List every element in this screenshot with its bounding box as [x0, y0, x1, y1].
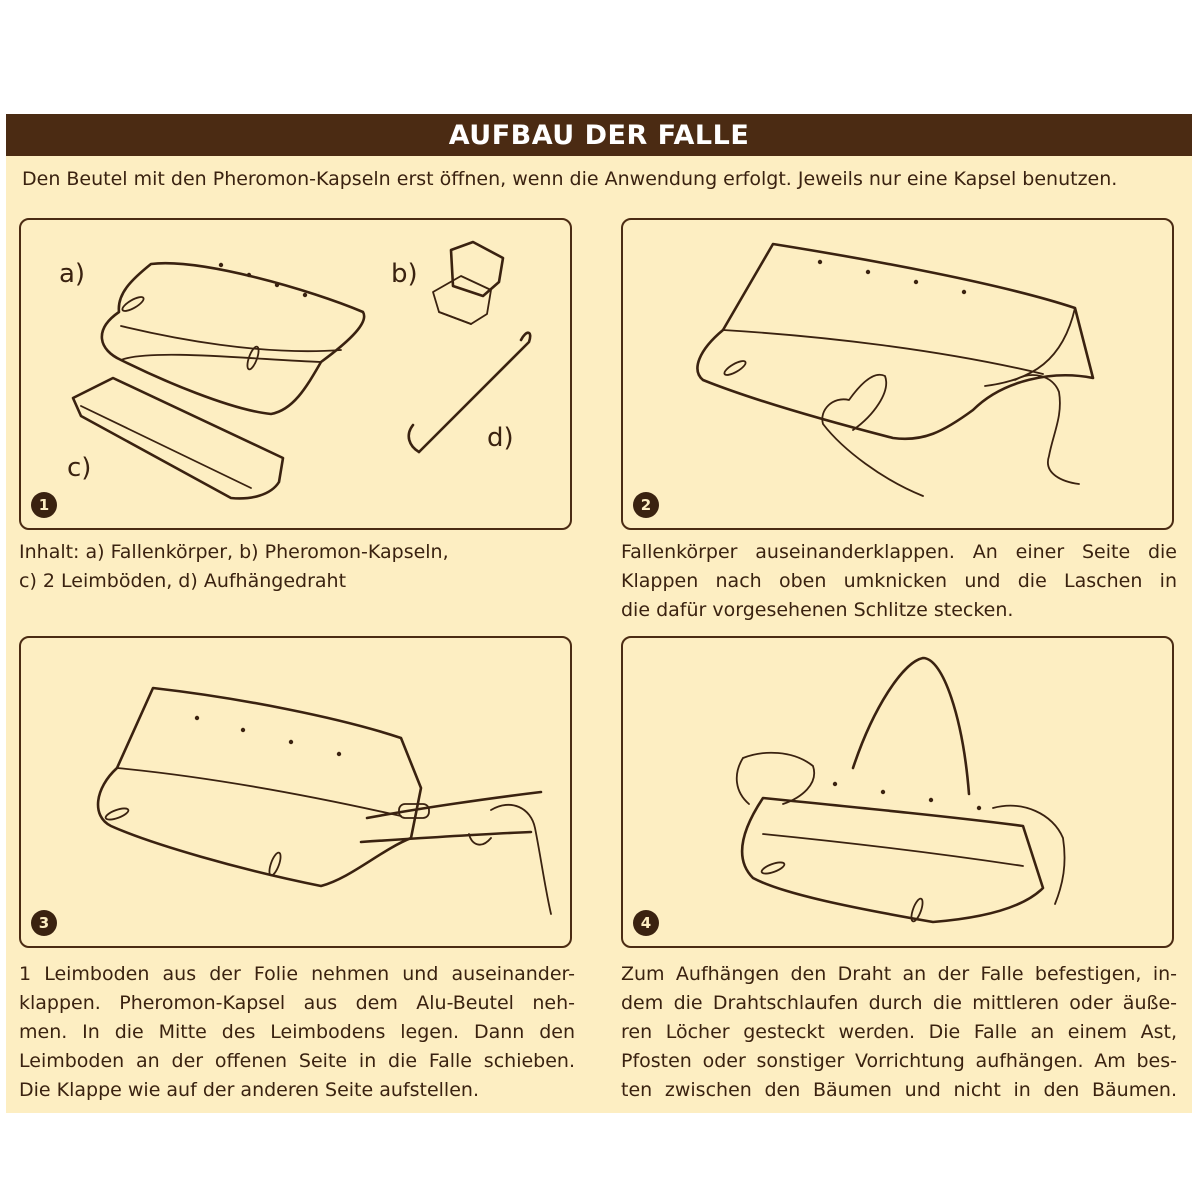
unfold-trap-drawing [696, 242, 1095, 497]
step-2-illustration: 2 [621, 218, 1174, 530]
caption-line: klappen. Pheromon-Kapsel aus dem Alu-Beu… [19, 992, 575, 1014]
caption-line: dem die Drahtschlaufen durch die mittler… [621, 992, 1177, 1014]
sheet-title: AUFBAU DER FALLE [6, 114, 1192, 156]
intro-text: Den Beutel mit den Pheromon-Kapseln erst… [22, 168, 1118, 190]
step-3-caption: 1 Leimboden aus der Folie nehmen und aus… [19, 960, 575, 1105]
caption-line: men. In die Mitte des Leimbodens legen. … [19, 1021, 575, 1043]
step-badge-2: 2 [633, 492, 659, 518]
caption-line: 1 Leimboden aus der Folie nehmen und aus… [19, 963, 575, 985]
step-3-illustration: 3 [19, 636, 572, 948]
caption-line: Die Klappe wie auf der anderen Seite auf… [19, 1079, 479, 1101]
label-c: c) [67, 453, 91, 483]
step-4-illustration: 4 [621, 636, 1174, 948]
step-1-caption: Inhalt: a) Fallenkörper, b) Pheromon-Kap… [19, 538, 575, 596]
step-badge-4: 4 [633, 910, 659, 936]
step-badge-3: 3 [31, 910, 57, 936]
hang-trap-drawing [735, 656, 1066, 924]
caption-line: Fallenkörper auseinanderklappen. An eine… [621, 541, 1177, 563]
trap-contents-drawing: a) b) c) d) [59, 240, 532, 500]
caption-line: Pfosten oder sonstiger Vorrichtung aufhä… [621, 1050, 1177, 1072]
caption-line: c) 2 Leimböden, d) Aufhängedraht [19, 570, 347, 592]
step-badge-1: 1 [31, 492, 57, 518]
caption-line: ten zwischen den Bäumen und nicht in den… [621, 1079, 1177, 1101]
instruction-sheet: AUFBAU DER FALLE Den Beutel mit den Pher… [6, 114, 1192, 1113]
caption-line: Inhalt: a) Fallenkörper, b) Pheromon-Kap… [19, 541, 449, 563]
label-d: d) [487, 423, 514, 453]
caption-line: Klappen nach oben umknicken und die Lasc… [621, 570, 1177, 592]
step-4-caption: Zum Aufhängen den Draht an der Falle bef… [621, 960, 1177, 1105]
insert-glue-board-drawing [96, 686, 552, 915]
label-b: b) [391, 259, 418, 289]
step-2-caption: Fallenkörper auseinanderklappen. An eine… [621, 538, 1177, 625]
label-a: a) [59, 259, 85, 289]
caption-line: Zum Aufhängen den Draht an der Falle bef… [621, 963, 1177, 985]
caption-line: die dafür vorgesehenen Schlitze stecken. [621, 599, 1014, 621]
caption-line: ren Löcher gesteckt werden. Die Falle an… [621, 1021, 1177, 1043]
step-1-illustration: a) b) c) d) 1 [19, 218, 572, 530]
caption-line: Leimboden an der offenen Seite in die Fa… [19, 1050, 575, 1072]
